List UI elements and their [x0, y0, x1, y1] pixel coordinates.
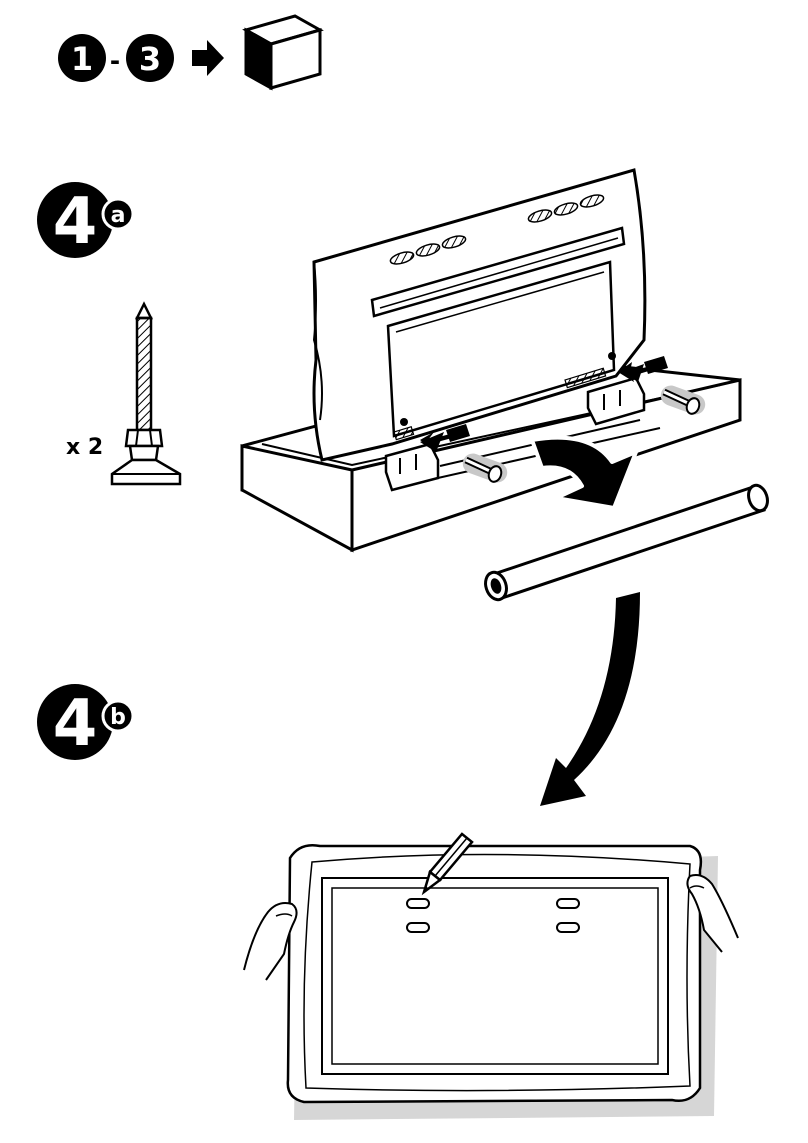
leveling-foot-icon [112, 304, 180, 484]
package-box-icon [246, 16, 320, 88]
step-3-number: 3 [139, 40, 161, 78]
mounting-template [288, 845, 718, 1120]
quantity-label: x 2 [66, 435, 103, 460]
cardboard-tube-icon [482, 483, 770, 603]
down-arrow-icon [540, 592, 640, 806]
header-steps: 1 - 3 [58, 16, 320, 88]
tv-in-packaging [242, 170, 740, 550]
step-4a-letter: a [111, 203, 126, 228]
step-4b-number: 4 [53, 687, 98, 761]
right-arrow-icon [192, 40, 224, 76]
step-4a-number: 4 [53, 185, 98, 259]
step-1-number: 1 [71, 40, 93, 78]
step-4b-badge: 4 b [37, 684, 133, 761]
step-4a-badge: 4 a [37, 182, 133, 259]
step-4b-letter: b [110, 705, 126, 730]
step-range-dash: - [110, 44, 120, 77]
